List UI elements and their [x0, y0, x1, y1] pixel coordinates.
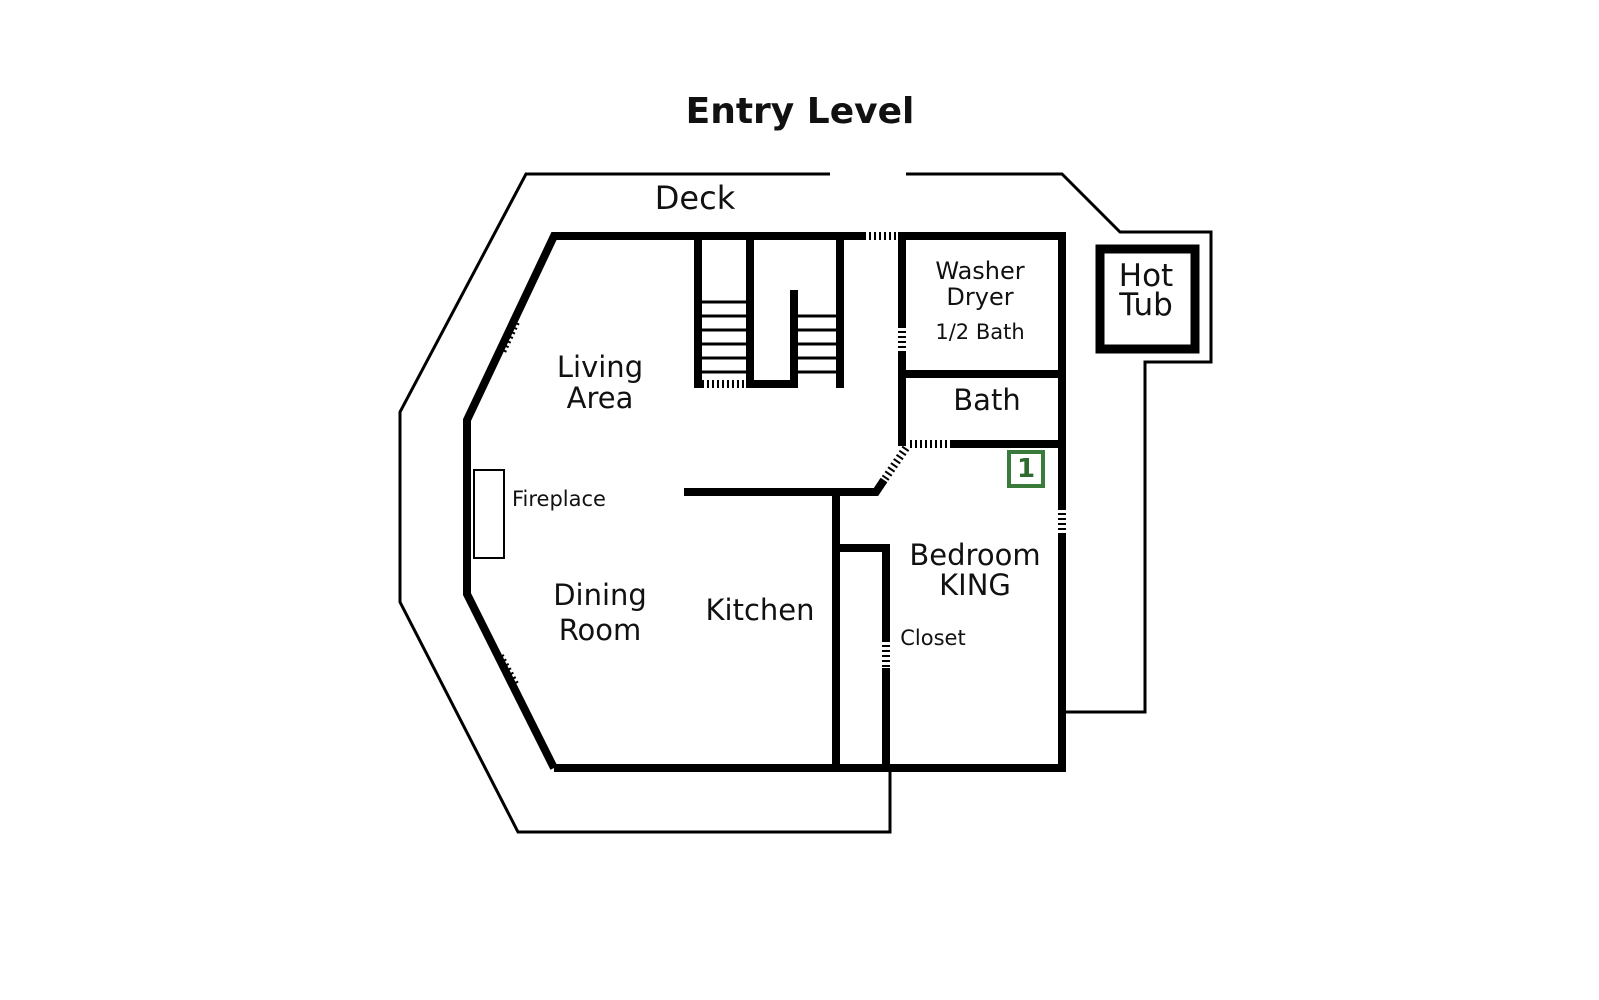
fireplace-box [473, 469, 505, 559]
wall-top-left [463, 232, 864, 770]
dining-room-label: Dining Room [553, 578, 647, 647]
bedroom-label: Bedroom KING [909, 538, 1041, 602]
door-living-window-lower [496, 654, 520, 688]
bath-label: Bath [953, 383, 1021, 417]
door-living-window-upper [498, 320, 520, 354]
fireplace-label: Fireplace [512, 487, 606, 511]
bedroom-number-badge: 1 [1007, 450, 1045, 488]
half-bath-label: 1/2 Bath [935, 320, 1025, 344]
hot-tub-box [1095, 244, 1200, 354]
interior-walls [684, 236, 1062, 768]
stair-treads [702, 300, 836, 374]
deck-outline-right [906, 172, 1213, 714]
living-kitchen-wall [684, 477, 888, 496]
living-area-label: Living Area [556, 350, 644, 415]
page-title: Entry Level [685, 91, 915, 132]
closet-wall [836, 544, 890, 640]
deck-outline [398, 172, 1213, 834]
stair-center-wall [746, 236, 798, 388]
doorways [496, 232, 1066, 688]
washer-dryer-label: Washer Dryer [935, 257, 1025, 311]
kitchen-label: Kitchen [705, 593, 815, 627]
exterior-walls [463, 232, 1066, 772]
closet-label: Closet [900, 626, 966, 650]
deck-label: Deck [654, 179, 736, 217]
hot-tub-label: Hot Tub [1118, 258, 1174, 323]
deck-outline-left [398, 172, 892, 834]
